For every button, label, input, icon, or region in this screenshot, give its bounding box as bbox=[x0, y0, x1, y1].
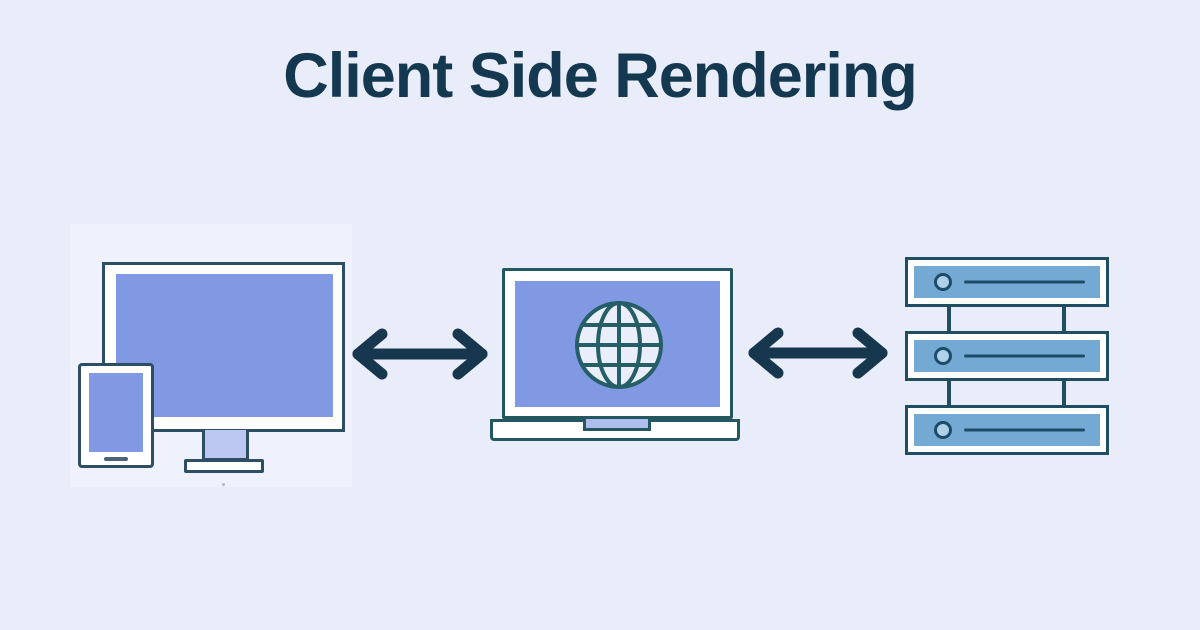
server-led bbox=[934, 421, 952, 439]
server-led bbox=[934, 273, 952, 291]
monitor-stand-neck bbox=[202, 430, 249, 461]
monitor-stand-base bbox=[184, 459, 264, 473]
phone-screen bbox=[89, 373, 143, 452]
page-title: Client Side Rendering bbox=[283, 41, 918, 111]
laptop-notch bbox=[583, 419, 651, 431]
server-unit-icon bbox=[905, 405, 1109, 455]
phone-home-bar bbox=[104, 457, 128, 461]
server-slot-line bbox=[964, 354, 1085, 358]
server-unit-icon bbox=[905, 257, 1109, 307]
server-unit-icon bbox=[905, 331, 1109, 381]
server-led bbox=[934, 347, 952, 365]
globe-icon bbox=[575, 301, 663, 389]
server-slot-line bbox=[964, 280, 1085, 284]
server-connector bbox=[947, 305, 951, 333]
double-arrow-icon-left bbox=[352, 328, 488, 380]
stray-dot bbox=[222, 483, 225, 486]
server-slot-line bbox=[964, 428, 1085, 432]
double-arrow-icon-right bbox=[748, 327, 888, 379]
server-connector bbox=[1062, 305, 1066, 333]
server-connector bbox=[947, 379, 951, 407]
server-connector bbox=[1062, 379, 1066, 407]
